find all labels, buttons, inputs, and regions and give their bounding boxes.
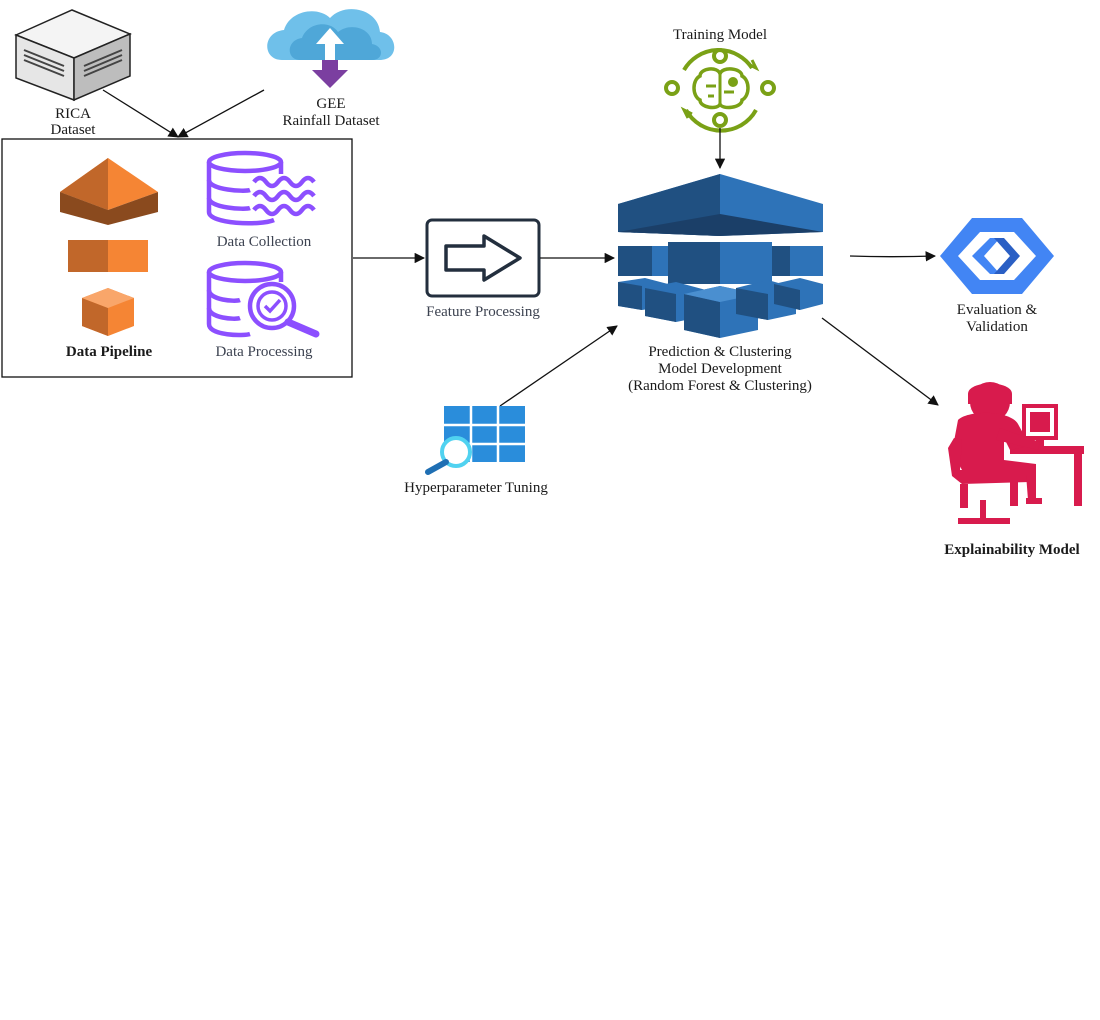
database-search-icon (206, 260, 320, 338)
gee-label-line1: GEE (316, 96, 345, 112)
cube-cluster-icon (618, 174, 823, 338)
arrow-tuning-to-prediction (499, 325, 618, 407)
evaluation-label-line1: Evaluation & (957, 302, 1038, 318)
gee-label-line2: Rainfall Dataset (282, 113, 380, 129)
arrow-right-box-icon (425, 218, 541, 298)
prediction-label-line2: Model Development (658, 361, 783, 377)
data-pipeline-box (1, 138, 353, 378)
rica-label-line2: Dataset (51, 122, 97, 138)
rica-label-line1: RICA (55, 106, 91, 122)
arrow-prediction-to-explainability (821, 317, 939, 406)
cloud-upload-icon (267, 9, 395, 88)
feature-processing-label: Feature Processing (426, 304, 540, 320)
brain-cycle-icon (664, 48, 776, 133)
prediction-label-line1: Prediction & Clustering (648, 344, 792, 360)
person-at-computer-icon (948, 382, 1084, 524)
data-processing-label: Data Processing (215, 344, 313, 360)
hyperparameter-tuning-label: Hyperparameter Tuning (404, 480, 548, 496)
data-collection-label: Data Collection (217, 234, 312, 250)
arrow-gee-to-pipeline (177, 89, 265, 138)
grid-search-icon (425, 406, 525, 475)
arrow-prediction-to-evaluation (849, 251, 937, 262)
data-pipeline-label: Data Pipeline (66, 344, 153, 360)
stacked-blocks-icon (60, 158, 158, 336)
database-waves-icon (206, 150, 316, 226)
evaluation-label-line2: Validation (966, 319, 1028, 335)
training-model-label: Training Model (673, 27, 767, 43)
prediction-label-line3: (Random Forest & Clustering) (628, 378, 812, 394)
arrow-rica-to-pipeline (102, 89, 179, 138)
hexagon-code-icon (940, 218, 1054, 294)
explainability-model-label: Explainability Model (944, 542, 1079, 558)
server-box-icon (14, 9, 132, 102)
